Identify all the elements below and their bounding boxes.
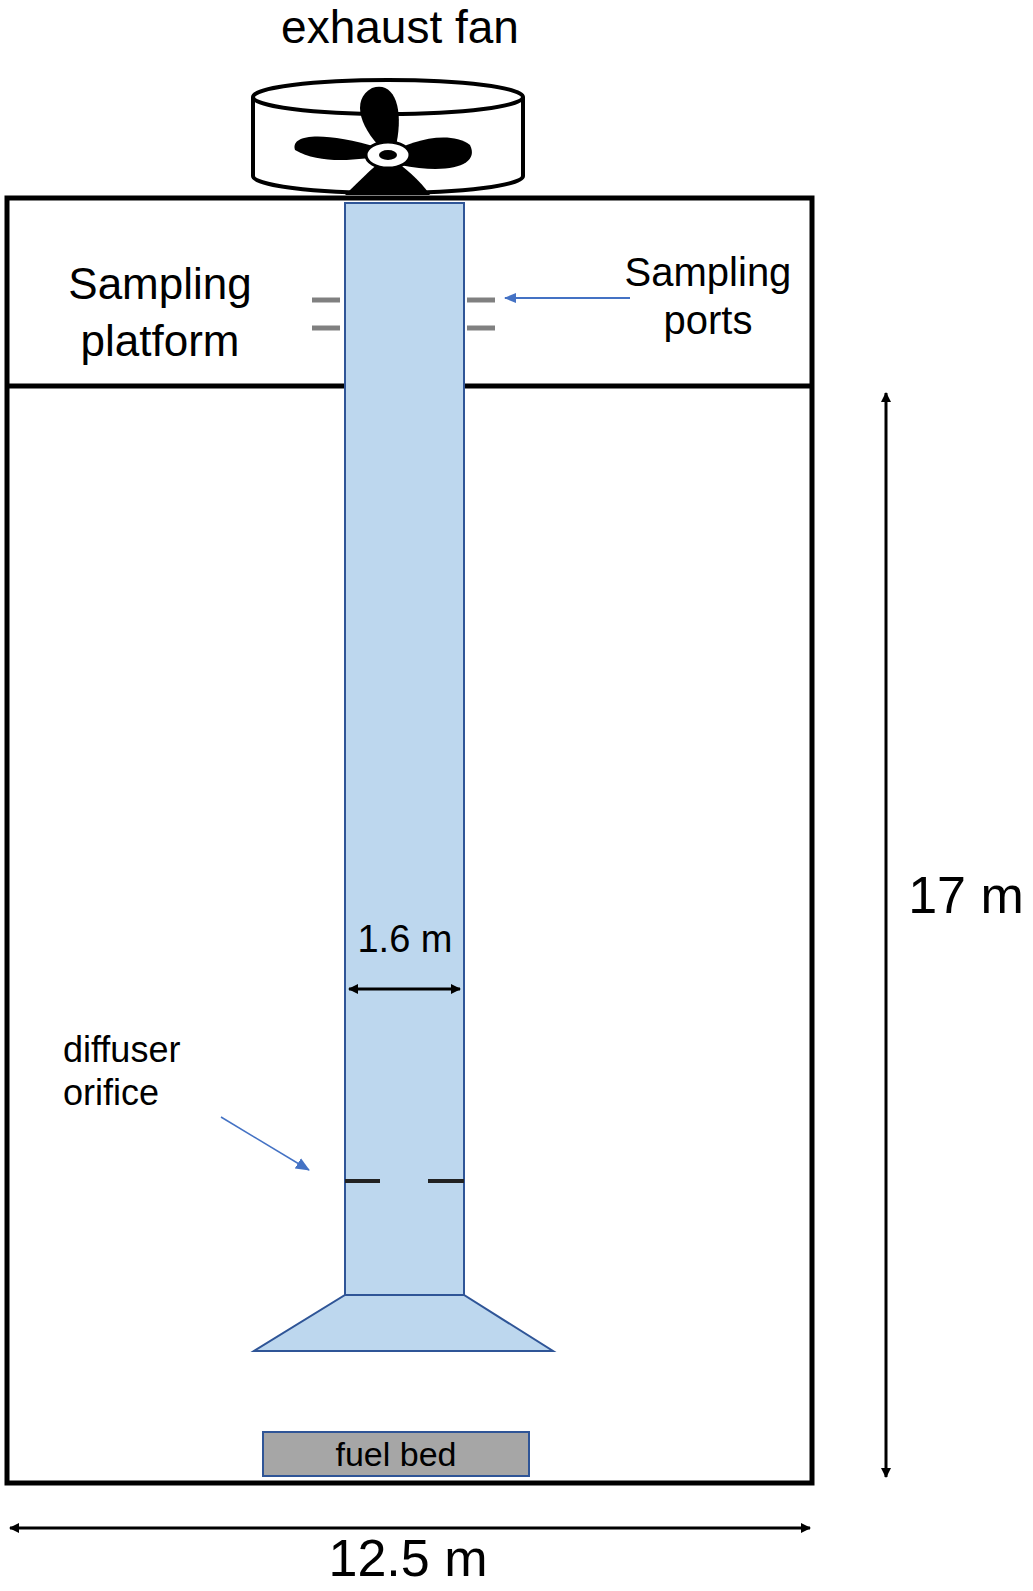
exhaust-stack xyxy=(345,203,464,1295)
dimension-arrow xyxy=(349,988,460,991)
leader-line xyxy=(221,1117,309,1170)
callout-label: Sampling ports xyxy=(608,248,808,344)
component-label: exhaust fan xyxy=(281,0,519,55)
fuel-bed-box: fuel bed xyxy=(262,1431,530,1477)
region-label: Sampling platform xyxy=(60,255,260,369)
leader-line xyxy=(505,297,630,299)
exhaust-fan xyxy=(253,80,523,195)
sampling-port-marks xyxy=(312,300,495,328)
collection-hood xyxy=(254,1295,553,1351)
dimension-label: 17 m xyxy=(908,864,1024,926)
platform-region: Sampling platform xyxy=(40,252,280,372)
callout-label: diffuser orifice xyxy=(63,1028,233,1114)
building-outline xyxy=(7,198,812,1483)
dimension-label: 12.5 m xyxy=(329,1527,488,1589)
fuel-bed-label: fuel bed xyxy=(336,1432,457,1476)
orifice-plate xyxy=(428,1179,464,1183)
dimension-label: 1.6 m xyxy=(357,917,452,963)
dimension-arrow xyxy=(885,393,888,1477)
orifice-plate xyxy=(345,1179,380,1183)
